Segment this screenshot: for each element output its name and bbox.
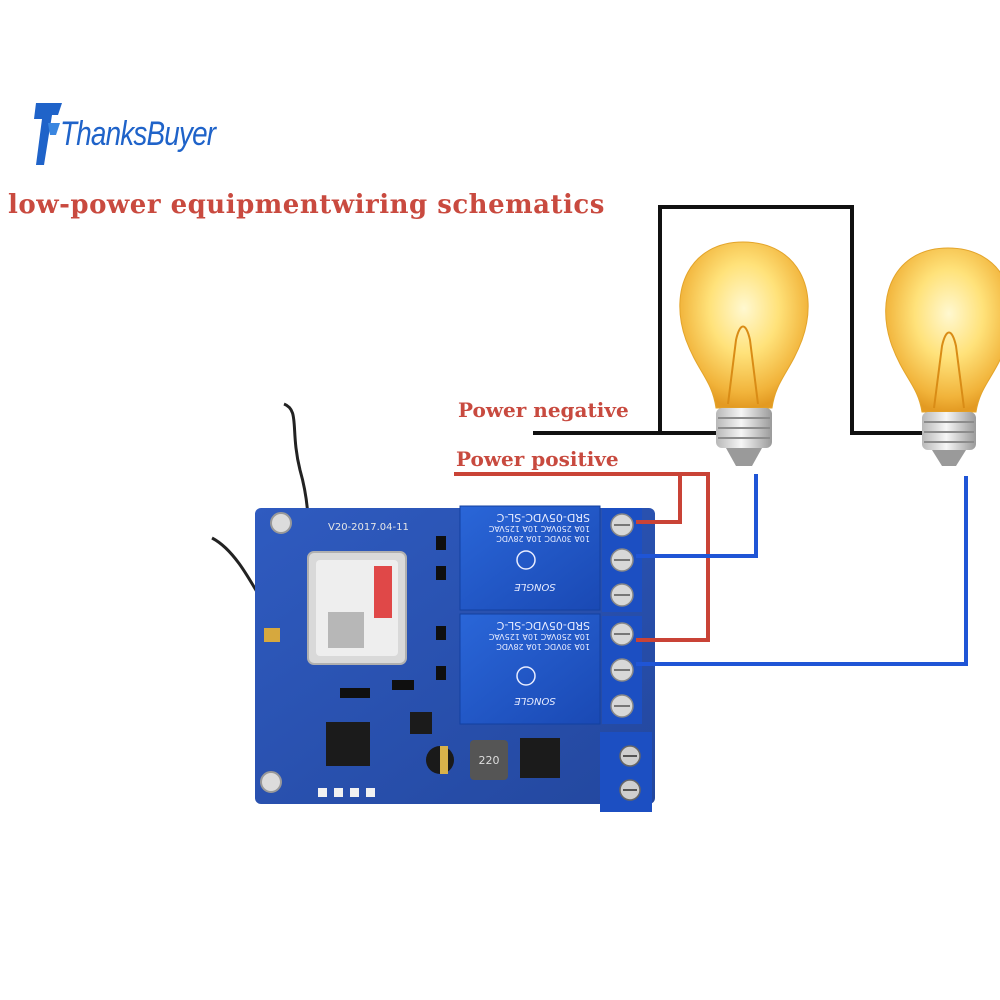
relay-terminal-block-2 [602,616,642,724]
relay-2-brand: SONGLE [514,695,556,706]
relay-terminal-block-1 [602,508,642,612]
svg-text:10A 30VDC 10A 28VDC: 10A 30VDC 10A 28VDC [496,642,590,651]
brand-logo: ThanksBuyer [34,84,249,184]
diagram-title: low-power equipmentwiring schematics [8,190,605,220]
load-wire [636,474,968,666]
power-input-terminal [600,732,652,812]
svg-text:10A 250VAC 10A 125VAC: 10A 250VAC 10A 125VAC [488,632,590,641]
board-version: V20-2017.04-11 [328,522,409,533]
brand-name: ThanksBuyer [60,114,216,153]
power-negative-label: Power negative [458,398,629,422]
inductor [470,740,508,780]
relay-2: SRD-05VDC-SL-C 10A 250VAC 10A 125VAC 10A… [459,613,601,725]
svg-text:SRD-05VDC-SL-C: SRD-05VDC-SL-C [496,511,590,524]
svg-text:SRD-05VDC-SL-C: SRD-05VDC-SL-C [496,619,590,632]
light-bulb-1-icon [679,241,809,466]
mcu-chip [326,722,370,766]
relay-1-brand: SONGLE [514,581,556,592]
svg-text:220: 220 [479,754,500,767]
power-positive-label: Power positive [456,447,619,471]
svg-text:10A 250VAC 10A 125VAC: 10A 250VAC 10A 125VAC [488,524,590,533]
power-negative-wire [533,205,922,435]
brand-mark-icon [34,103,62,165]
relay-1: SRD-05VDC-SL-C 10A 250VAC 10A 125VAC 10A… [459,505,601,611]
svg-text:10A 30VDC 10A 28VDC: 10A 30VDC 10A 28VDC [496,534,590,543]
light-bulb-2-icon [885,247,1000,466]
